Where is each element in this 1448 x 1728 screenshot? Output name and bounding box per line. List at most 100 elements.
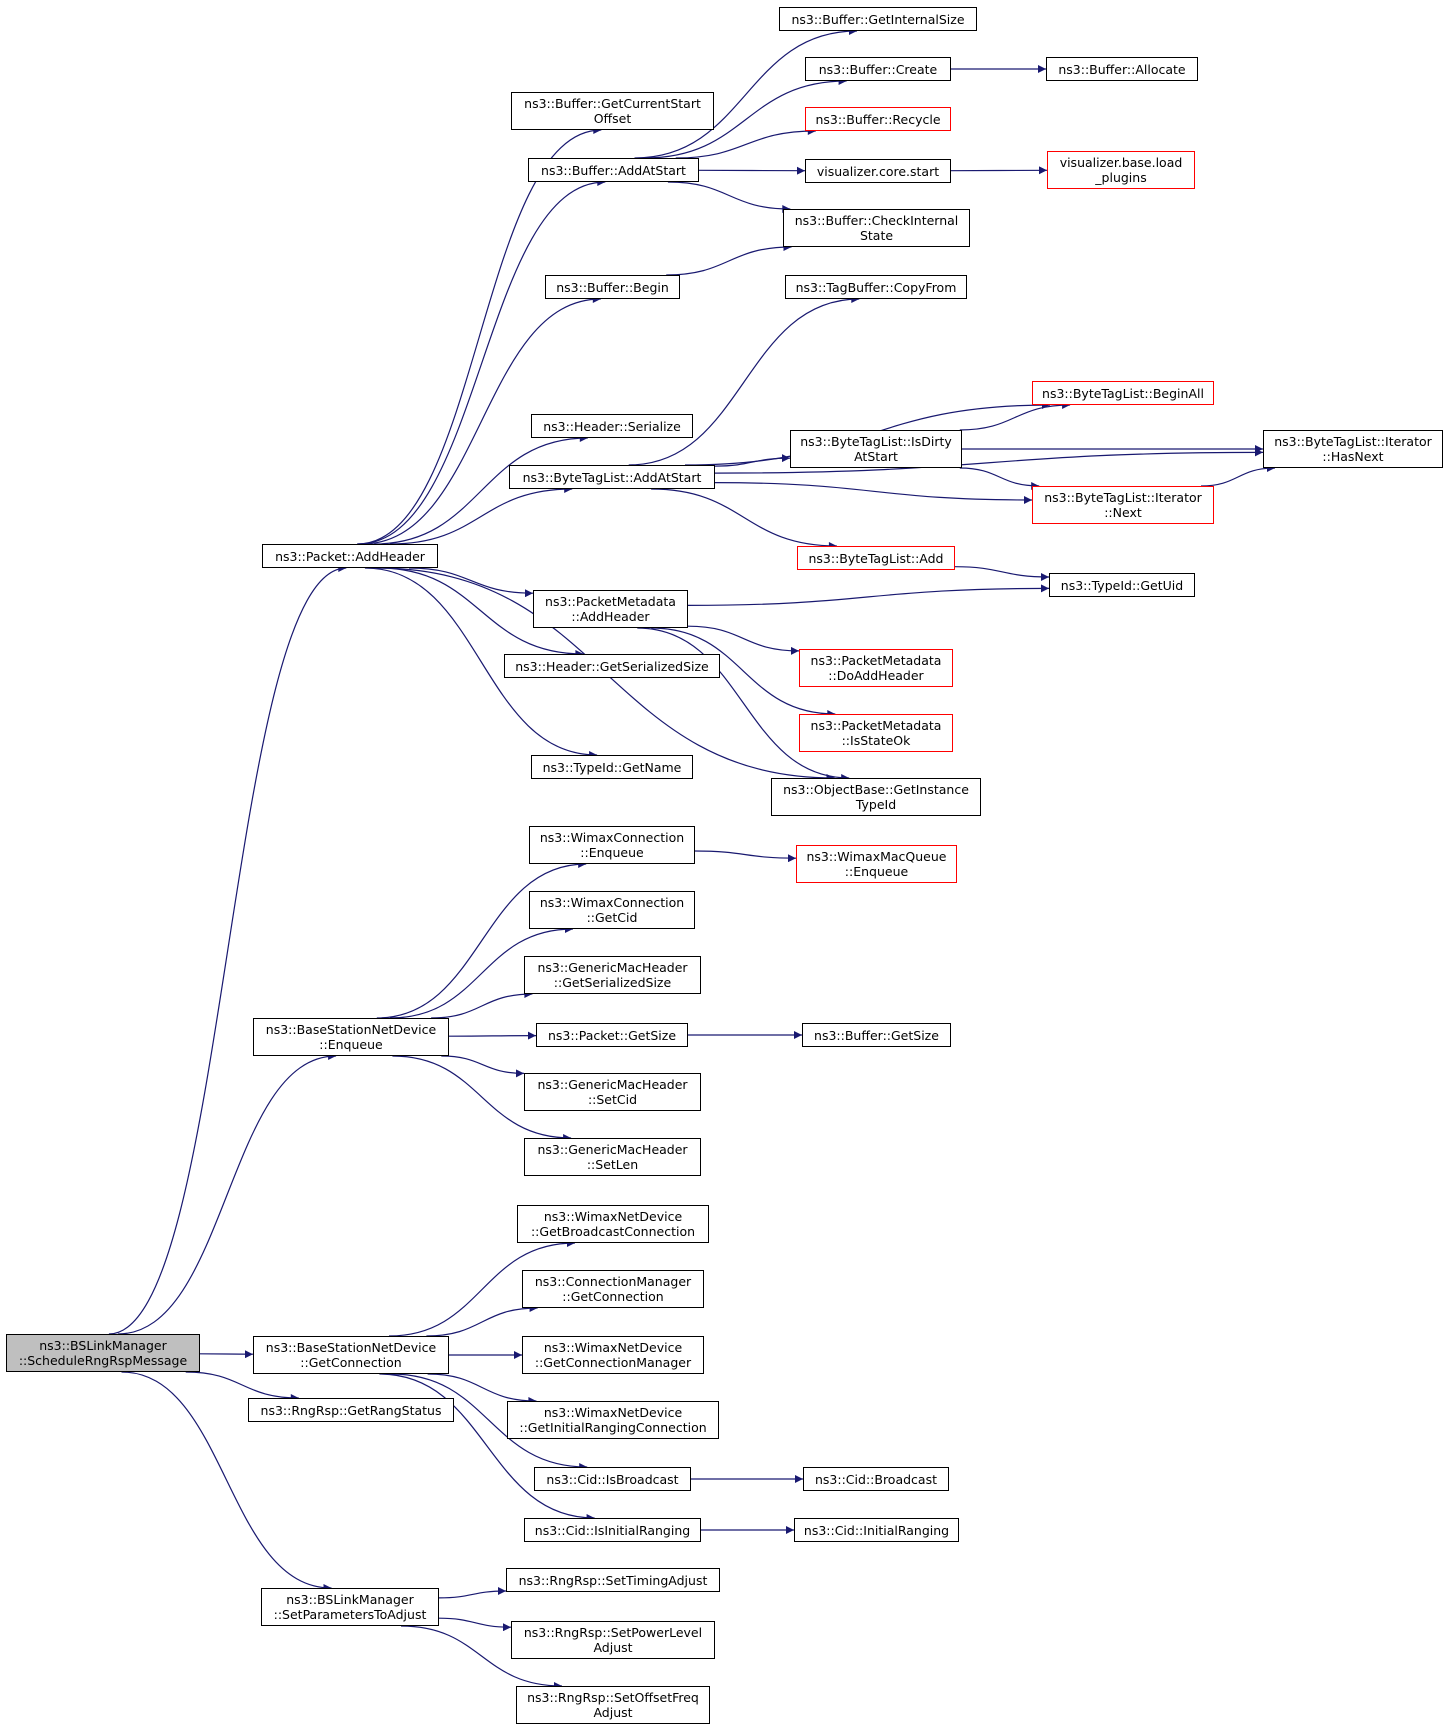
node-bytetaglist-isdirty-atstart[interactable]: ns3::ByteTagList::IsDirty AtStart bbox=[790, 430, 962, 468]
node-label: visualizer.base.load _plugins bbox=[1059, 155, 1183, 185]
node-packetmetadata-addheader[interactable]: ns3::PacketMetadata ::AddHeader bbox=[533, 590, 688, 628]
node-label: ns3::BaseStationNetDevice ::Enqueue bbox=[265, 1022, 437, 1052]
node-label: ns3::WimaxNetDevice ::GetConnectionManag… bbox=[534, 1340, 692, 1370]
node-wimaxnetdevice-getinitialrangingconnection[interactable]: ns3::WimaxNetDevice ::GetInitialRangingC… bbox=[507, 1401, 719, 1439]
node-buffer-create[interactable]: ns3::Buffer::Create bbox=[805, 57, 951, 81]
edge-n10-n23 bbox=[714, 454, 791, 467]
node-bytetaglist-beginall[interactable]: ns3::ByteTagList::BeginAll bbox=[1032, 381, 1214, 405]
edge-n31-n32 bbox=[694, 850, 797, 863]
node-bytetaglist-addatstart[interactable]: ns3::ByteTagList::AddAtStart bbox=[509, 465, 715, 489]
node-label: ns3::WimaxConnection ::GetCid bbox=[539, 895, 685, 925]
node-label: ns3::Packet::GetSize bbox=[547, 1027, 677, 1043]
node-basestationnetdevice-getconnection[interactable]: ns3::BaseStationNetDevice ::GetConnectio… bbox=[253, 1336, 449, 1374]
node-label: ns3::Buffer::Begin bbox=[556, 279, 669, 295]
node-packet-getsize[interactable]: ns3::Packet::GetSize bbox=[536, 1023, 688, 1047]
node-rngrsp-setoffsetfreq-adjust[interactable]: ns3::RngRsp::SetOffsetFreq Adjust bbox=[516, 1686, 710, 1724]
node-cid-isbroadcast[interactable]: ns3::Cid::IsBroadcast bbox=[534, 1467, 691, 1491]
node-label: ns3::Buffer::GetInternalSize bbox=[791, 11, 965, 27]
node-basestationnetdevice-enqueue[interactable]: ns3::BaseStationNetDevice ::Enqueue bbox=[253, 1018, 449, 1056]
node-label: ns3::BSLinkManager ::SetParametersToAdju… bbox=[273, 1592, 427, 1622]
node-rngrsp-settimingadjust[interactable]: ns3::RngRsp::SetTimingAdjust bbox=[506, 1568, 720, 1592]
node-label: ns3::Buffer::AddAtStart bbox=[541, 162, 686, 178]
node-buffer-getsize[interactable]: ns3::Buffer::GetSize bbox=[802, 1023, 951, 1047]
node-tagbuffer-copyfrom[interactable]: ns3::TagBuffer::CopyFrom bbox=[785, 275, 967, 299]
node-wimaxconnection-enqueue[interactable]: ns3::WimaxConnection ::Enqueue bbox=[529, 826, 695, 864]
node-wimaxnetdevice-getconnectionmanager[interactable]: ns3::WimaxNetDevice ::GetConnectionManag… bbox=[522, 1336, 704, 1374]
edge-n2-n34 bbox=[431, 990, 533, 1019]
node-buffer-begin[interactable]: ns3::Buffer::Begin bbox=[545, 275, 680, 299]
node-wimaxconnection-getcid[interactable]: ns3::WimaxConnection ::GetCid bbox=[529, 891, 695, 929]
node-bytetaglist-add[interactable]: ns3::ByteTagList::Add bbox=[797, 546, 955, 570]
node-rngrsp-getrangstatus[interactable]: ns3::RngRsp::GetRangStatus bbox=[248, 1398, 454, 1422]
node-cid-initialranging[interactable]: ns3::Cid::InitialRanging bbox=[794, 1518, 959, 1542]
node-label: ns3::RngRsp::SetTimingAdjust bbox=[518, 1572, 708, 1588]
node-label: ns3::RngRsp::SetOffsetFreq Adjust bbox=[527, 1690, 699, 1720]
node-typeid-getuid[interactable]: ns3::TypeId::GetUid bbox=[1049, 573, 1195, 597]
node-rngrsp-setpowerlevel-adjust[interactable]: ns3::RngRsp::SetPowerLevel Adjust bbox=[511, 1621, 715, 1659]
node-label: ns3::Buffer::Create bbox=[818, 61, 938, 77]
node-bytetaglist-iterator-hasnext[interactable]: ns3::ByteTagList::Iterator ::HasNext bbox=[1263, 430, 1443, 468]
node-label: ns3::ByteTagList::AddAtStart bbox=[522, 469, 702, 485]
edge-n26-n27 bbox=[954, 566, 1050, 581]
node-label: ns3::ByteTagList::Iterator ::HasNext bbox=[1274, 434, 1432, 464]
node-wimaxnetdevice-getbroadcastconnection[interactable]: ns3::WimaxNetDevice ::GetBroadcastConnec… bbox=[517, 1205, 709, 1243]
node-buffer-getcurrentstart-offset[interactable]: ns3::Buffer::GetCurrentStart Offset bbox=[511, 92, 714, 130]
node-label: ns3::WimaxNetDevice ::GetBroadcastConnec… bbox=[530, 1209, 696, 1239]
edge-n10-n24 bbox=[714, 448, 1264, 474]
node-buffer-getinternalsize[interactable]: ns3::Buffer::GetInternalSize bbox=[779, 7, 977, 31]
edge-n25-n24 bbox=[1200, 464, 1276, 487]
node-cid-isinitialranging[interactable]: ns3::Cid::IsInitialRanging bbox=[524, 1518, 701, 1542]
node-label: ns3::Cid::IsInitialRanging bbox=[534, 1522, 691, 1538]
edge-n3-n39 bbox=[388, 1239, 576, 1337]
node-packet-addheader[interactable]: ns3::Packet::AddHeader bbox=[262, 544, 438, 568]
node-label: ns3::Cid::IsBroadcast bbox=[546, 1471, 679, 1487]
edge-n5-n48 bbox=[438, 1617, 512, 1632]
node-label: ns3::ByteTagList::IsDirty AtStart bbox=[800, 434, 952, 464]
node-bytetaglist-iterator-next[interactable]: ns3::ByteTagList::Iterator ::Next bbox=[1032, 486, 1214, 524]
node-genericmacheader-getserializedsize[interactable]: ns3::GenericMacHeader ::GetSerializedSiz… bbox=[524, 956, 701, 994]
edge-n11-n27 bbox=[687, 584, 1050, 606]
edge-n7-n20 bbox=[667, 181, 791, 213]
edge-n1-n7 bbox=[358, 178, 606, 545]
node-buffer-checkinternal-state[interactable]: ns3::Buffer::CheckInternal State bbox=[783, 209, 970, 247]
node-label: ns3::Buffer::Recycle bbox=[815, 111, 941, 127]
node-label: ns3::Buffer::GetCurrentStart Offset bbox=[524, 96, 701, 126]
edge-n10-n26 bbox=[651, 488, 837, 550]
node-label: ns3::TypeId::GetName bbox=[542, 759, 682, 775]
node-label: ns3::ObjectBase::GetInstance TypeId bbox=[783, 782, 969, 812]
edge-n0-n2 bbox=[117, 1052, 337, 1335]
node-packetmetadata-isstateok[interactable]: ns3::PacketMetadata ::IsStateOk bbox=[799, 714, 953, 752]
node-header-serialize[interactable]: ns3::Header::Serialize bbox=[531, 414, 693, 438]
node-label: ns3::TypeId::GetUid bbox=[1060, 577, 1184, 593]
edge-n1-n6 bbox=[357, 126, 602, 545]
edge-n1-n10 bbox=[389, 485, 573, 545]
node-bslinkmanager-setparameterstoadjust[interactable]: ns3::BSLinkManager ::SetParametersToAdju… bbox=[261, 1588, 439, 1626]
node-buffer-recycle[interactable]: ns3::Buffer::Recycle bbox=[805, 107, 951, 131]
node-label: visualizer.core.start bbox=[816, 163, 940, 179]
node-connectionmanager-getconnection[interactable]: ns3::ConnectionManager ::GetConnection bbox=[522, 1270, 704, 1308]
node-label: ns3::PacketMetadata ::IsStateOk bbox=[810, 718, 942, 748]
edge-n2-n35 bbox=[448, 1031, 537, 1040]
edge-n23-n25 bbox=[959, 467, 1040, 490]
edge-n3-n42 bbox=[427, 1373, 537, 1405]
node-typeid-getname[interactable]: ns3::TypeId::GetName bbox=[531, 755, 693, 779]
edge-n8-n20 bbox=[666, 243, 792, 276]
node-genericmacheader-setcid[interactable]: ns3::GenericMacHeader ::SetCid bbox=[524, 1073, 701, 1111]
edge-n2-n37 bbox=[441, 1055, 525, 1078]
node-header-getserializedsize[interactable]: ns3::Header::GetSerializedSize bbox=[504, 654, 720, 678]
node-wimaxmacqueue-enqueue[interactable]: ns3::WimaxMacQueue ::Enqueue bbox=[796, 845, 957, 883]
node-buffer-allocate[interactable]: ns3::Buffer::Allocate bbox=[1046, 57, 1198, 81]
node-cid-broadcast[interactable]: ns3::Cid::Broadcast bbox=[803, 1467, 949, 1491]
node-genericmacheader-setlen[interactable]: ns3::GenericMacHeader ::SetLen bbox=[524, 1138, 701, 1176]
edge-n1-n8 bbox=[361, 295, 601, 545]
edge-n3-n43 bbox=[391, 1373, 588, 1471]
edge-n10-n21 bbox=[628, 295, 860, 466]
edge-n1-n9 bbox=[374, 434, 588, 545]
edge-n1-n12 bbox=[378, 567, 584, 658]
node-objectbase-getinstance-typeid[interactable]: ns3::ObjectBase::GetInstance TypeId bbox=[771, 778, 981, 816]
node-buffer-addatstart[interactable]: ns3::Buffer::AddAtStart bbox=[528, 158, 699, 182]
node-packetmetadata-doaddheader[interactable]: ns3::PacketMetadata ::DoAddHeader bbox=[799, 649, 953, 687]
node-visualizer-core-start[interactable]: visualizer.core.start bbox=[805, 159, 951, 183]
node-visualizer-base-load-plugins[interactable]: visualizer.base.load _plugins bbox=[1047, 151, 1195, 189]
